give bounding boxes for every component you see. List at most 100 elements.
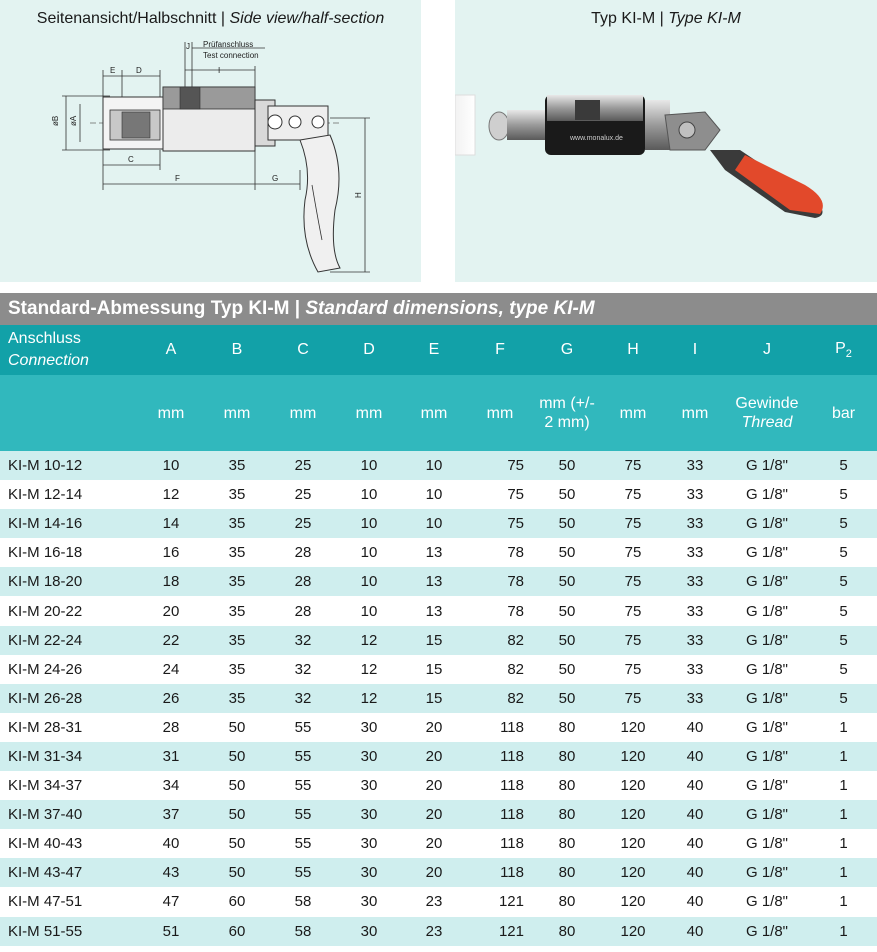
- cell-a: 14: [138, 509, 204, 539]
- cell-f: 75: [466, 509, 534, 539]
- cell-d: 12: [336, 683, 402, 713]
- cell-e: 20: [402, 741, 466, 772]
- cell-f: 121: [466, 916, 534, 946]
- cell-c: 55: [270, 771, 336, 801]
- cell-g: 80: [534, 829, 600, 859]
- cell-a: 24: [138, 654, 204, 684]
- cell-c: 25: [270, 509, 336, 539]
- cell-j: G 1/8": [724, 480, 810, 510]
- cell-j: G 1/8": [724, 509, 810, 539]
- cell-a: 47: [138, 887, 204, 917]
- cell-d: 10: [336, 480, 402, 510]
- cell-p2: 5: [810, 596, 877, 626]
- cell-c: 25: [270, 480, 336, 510]
- label-test-en: Test connection: [203, 51, 259, 60]
- photo-brand-text: www.monalux.de: [569, 135, 623, 142]
- cell-conn: KI-M 22-24: [0, 625, 138, 655]
- cell-p2: 5: [810, 683, 877, 713]
- cell-e: 15: [402, 654, 466, 684]
- cell-i: 40: [666, 858, 724, 888]
- cell-a: 10: [138, 451, 204, 481]
- cell-h: 120: [600, 916, 666, 946]
- cell-i: 33: [666, 654, 724, 684]
- cell-j: G 1/8": [724, 654, 810, 684]
- cell-c: 55: [270, 712, 336, 742]
- cell-p2: 1: [810, 858, 877, 888]
- label-i: I: [218, 66, 220, 75]
- cell-g: 50: [534, 596, 600, 626]
- unit-b: mm: [204, 375, 270, 451]
- unit-d: mm: [336, 375, 402, 451]
- cell-a: 43: [138, 858, 204, 888]
- cell-conn: KI-M 34-37: [0, 771, 138, 801]
- cell-h: 75: [600, 509, 666, 539]
- cell-p2: 1: [810, 916, 877, 946]
- cell-f: 121: [466, 887, 534, 917]
- cell-b: 50: [204, 800, 270, 830]
- header-j: J: [724, 325, 810, 375]
- cell-f: 75: [466, 451, 534, 481]
- cell-j: G 1/8": [724, 712, 810, 742]
- header-e: E: [402, 325, 466, 375]
- label-test-de: Prüfanschluss: [203, 40, 253, 49]
- cell-c: 55: [270, 800, 336, 830]
- cell-g: 50: [534, 509, 600, 539]
- cell-j: G 1/8": [724, 451, 810, 481]
- cell-p2: 1: [810, 887, 877, 917]
- cell-b: 50: [204, 712, 270, 742]
- cell-i: 33: [666, 683, 724, 713]
- cell-b: 35: [204, 625, 270, 655]
- cell-i: 33: [666, 451, 724, 481]
- cell-f: 118: [466, 741, 534, 772]
- cell-j: G 1/8": [724, 538, 810, 568]
- label-f: F: [175, 174, 180, 183]
- cell-a: 26: [138, 683, 204, 713]
- cell-h: 120: [600, 858, 666, 888]
- cell-j: G 1/8": [724, 887, 810, 917]
- cell-f: 75: [466, 480, 534, 510]
- label-c: C: [128, 155, 134, 164]
- cell-e: 20: [402, 800, 466, 830]
- cell-b: 35: [204, 596, 270, 626]
- cell-a: 31: [138, 741, 204, 772]
- cell-a: 12: [138, 480, 204, 510]
- cell-h: 120: [600, 800, 666, 830]
- unit-connection: [0, 375, 138, 451]
- cell-f: 118: [466, 858, 534, 888]
- cell-g: 80: [534, 887, 600, 917]
- cell-conn: KI-M 18-20: [0, 567, 138, 597]
- cell-e: 15: [402, 683, 466, 713]
- cell-a: 51: [138, 916, 204, 946]
- cell-h: 75: [600, 480, 666, 510]
- header-a: A: [138, 325, 204, 375]
- cell-d: 30: [336, 829, 402, 859]
- cell-c: 55: [270, 829, 336, 859]
- cell-b: 50: [204, 829, 270, 859]
- cell-d: 12: [336, 625, 402, 655]
- cell-i: 40: [666, 741, 724, 772]
- cell-d: 30: [336, 712, 402, 742]
- cell-b: 35: [204, 509, 270, 539]
- cell-c: 32: [270, 625, 336, 655]
- cell-d: 10: [336, 509, 402, 539]
- cell-a: 28: [138, 712, 204, 742]
- header-p2: P2: [810, 325, 877, 375]
- cell-i: 33: [666, 480, 724, 510]
- cell-g: 80: [534, 741, 600, 772]
- label-g: G: [272, 174, 278, 183]
- cell-g: 80: [534, 916, 600, 946]
- cell-b: 60: [204, 916, 270, 946]
- cell-g: 50: [534, 683, 600, 713]
- cell-p2: 5: [810, 654, 877, 684]
- cell-conn: KI-M 37-40: [0, 800, 138, 830]
- cell-a: 37: [138, 800, 204, 830]
